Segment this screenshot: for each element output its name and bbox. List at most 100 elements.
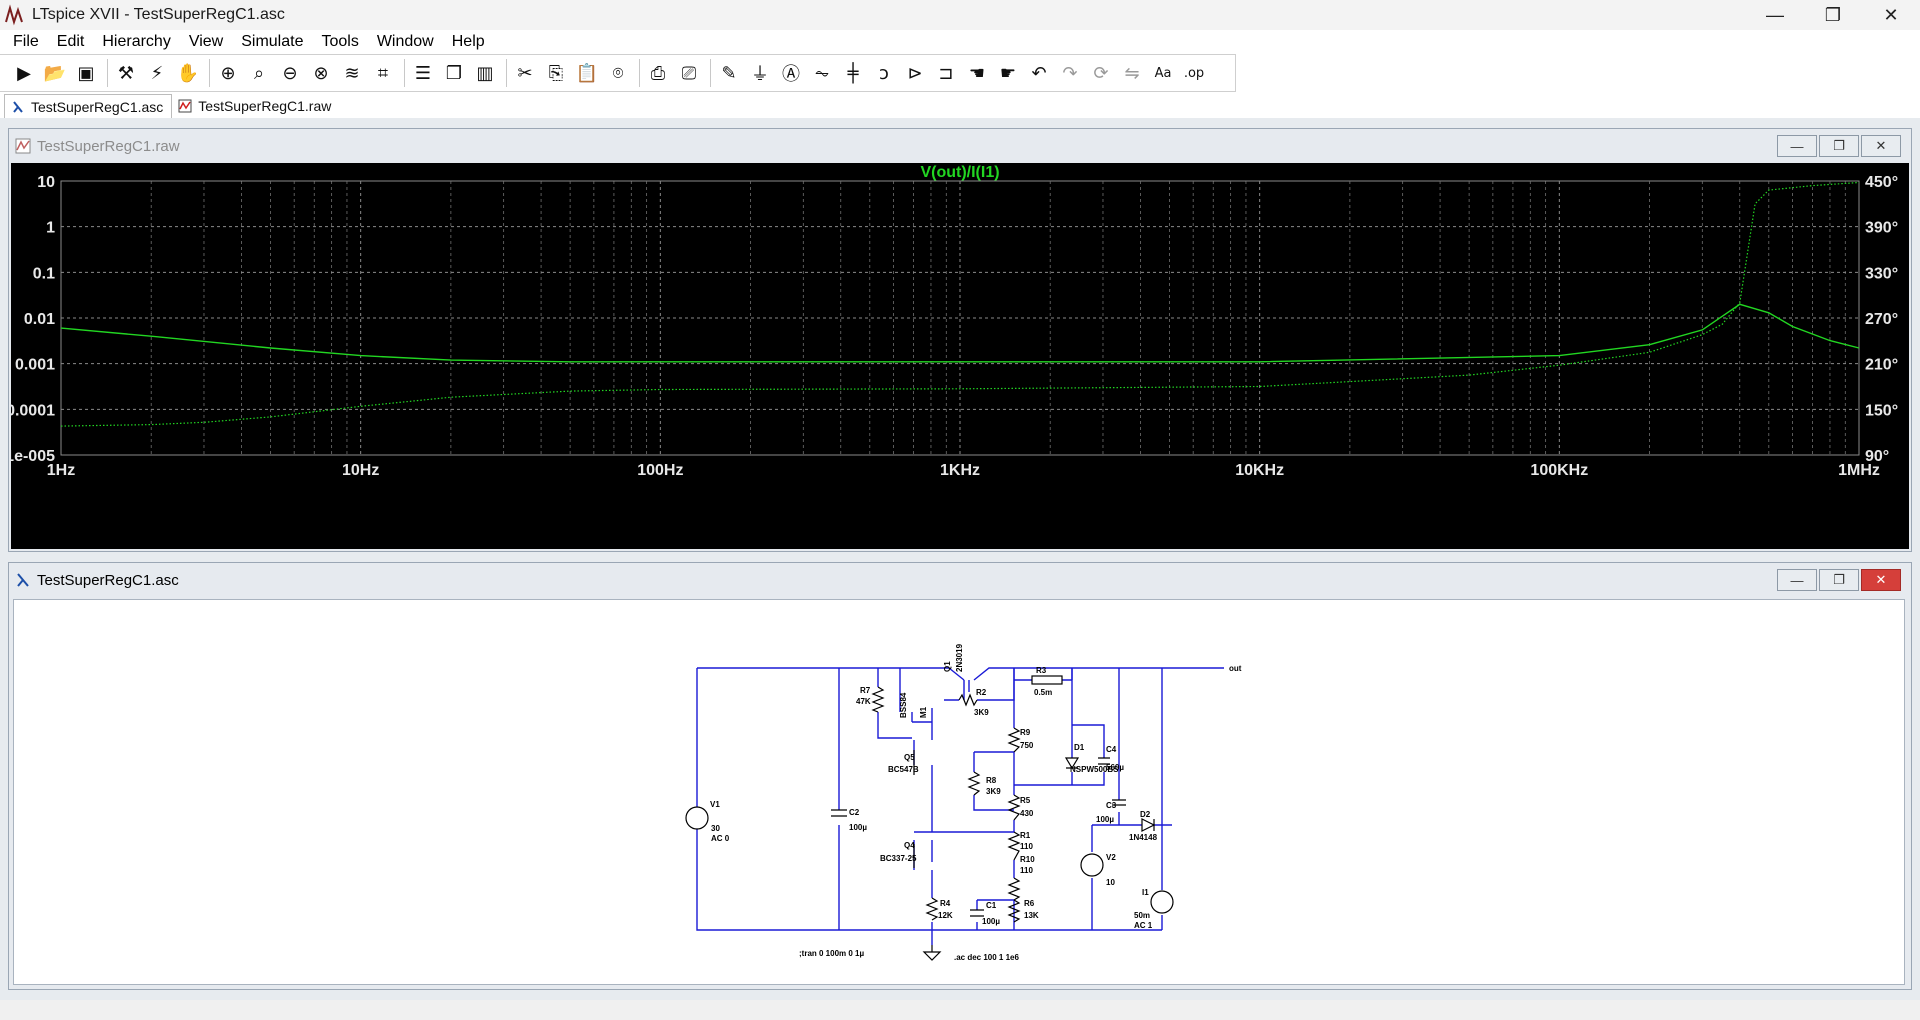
menu-edit[interactable]: Edit — [56, 33, 85, 50]
close-icon[interactable]: ✕ — [1861, 569, 1901, 591]
copy-icon[interactable]: ⎘ — [548, 62, 564, 84]
diode-icon[interactable]: ⊳ — [907, 62, 923, 84]
menu-help[interactable]: Help — [451, 33, 485, 50]
drag-icon[interactable]: ☛ — [999, 62, 1017, 84]
zoom-fit-icon[interactable]: ⊗ — [313, 62, 329, 84]
close-icon[interactable]: ✕ — [1861, 135, 1901, 157]
label-r10: R10 — [1020, 855, 1035, 864]
plot-settings-icon[interactable]: ⌗ — [377, 62, 389, 84]
component-icon[interactable]: ⊐ — [938, 62, 954, 84]
menu-view[interactable]: View — [188, 33, 224, 50]
tile-vertical-icon[interactable]: ▥ — [476, 62, 494, 84]
wires — [696, 667, 1224, 945]
y2-tick-label: 210° — [1865, 357, 1898, 374]
control-panel-icon[interactable]: ⚒ — [117, 62, 135, 84]
plot-pane[interactable]: 1010.10.010.0010.00011e-005450°390°330°2… — [5, 163, 1909, 549]
label-r3-val: 0.5m — [1034, 688, 1052, 697]
y-tick-label: 10 — [37, 174, 55, 191]
trace-label[interactable]: V(out)/I(I1) — [920, 164, 999, 181]
undo-icon[interactable]: ↶ — [1031, 62, 1047, 84]
close-icon[interactable]: ✕ — [1883, 4, 1899, 25]
resistor-icon[interactable]: ⏦ — [814, 62, 830, 84]
move-icon[interactable]: ☚ — [968, 62, 986, 84]
cut-icon[interactable]: ✂ — [517, 62, 533, 84]
tab-schematic[interactable]: TestSuperRegC1.asc — [4, 94, 173, 118]
zoom-out-icon[interactable]: ⊖ — [282, 62, 298, 84]
x-tick-label: 10KHz — [1235, 462, 1284, 479]
maximize-icon[interactable]: ❐ — [1819, 569, 1859, 591]
label-v2: V2 — [1106, 853, 1116, 862]
rotate-icon[interactable]: ⟳ — [1093, 62, 1109, 84]
status-bar — [0, 1000, 1920, 1020]
menu-window[interactable]: Window — [376, 33, 434, 50]
minimize-icon[interactable]: — — [1766, 4, 1784, 25]
autorange-icon[interactable]: ≋ — [344, 62, 360, 84]
restore-icon[interactable]: ❐ — [1824, 4, 1842, 25]
spice-directive-ac[interactable]: .ac dec 100 1 1e6 — [954, 953, 1019, 962]
halt-icon[interactable]: ⚡ — [150, 62, 164, 84]
menu-simulate[interactable]: Simulate — [241, 33, 304, 50]
label-q1-model: 2N3019 — [955, 643, 964, 672]
label-net-icon[interactable]: Ⓐ — [782, 64, 800, 85]
menu-tools[interactable]: Tools — [321, 33, 359, 50]
y2-tick-label: 330° — [1865, 265, 1898, 282]
label-r1-val: 110 — [1020, 842, 1033, 851]
bode-plot[interactable]: 1010.10.010.0010.00011e-005450°390°330°2… — [5, 163, 1909, 549]
ground-icon — [922, 945, 942, 961]
y-tick-label: 0.1 — [33, 265, 55, 282]
print-preview-icon[interactable]: ⎚ — [681, 62, 697, 84]
window-controls: — ❐ ✕ — [1746, 0, 1920, 30]
spice-directive-icon[interactable]: .op — [1183, 65, 1205, 81]
waveform-window-controls: — ❐ ✕ — [1777, 135, 1901, 157]
zoom-in-icon[interactable]: ⊕ — [220, 62, 236, 84]
circuit-diagram[interactable]: out Q1 2N3019 R3 0.5m R7 47K M1 BSS84 R2… — [14, 600, 1906, 986]
mirror-icon[interactable]: ⇋ — [1124, 62, 1140, 84]
label-c2: C2 — [849, 808, 860, 817]
save-icon[interactable]: ▣ — [77, 62, 95, 84]
y-tick-label: 1 — [46, 220, 55, 237]
minimize-icon[interactable]: — — [1777, 569, 1817, 591]
label-c3-val: 100µ — [1096, 815, 1114, 824]
label-i1-val: 50m — [1134, 911, 1150, 920]
x-tick-label: 1Hz — [47, 462, 75, 479]
pan-icon[interactable]: ✋ — [176, 62, 200, 84]
label-c1: C1 — [986, 901, 997, 910]
y-tick-label: 1e-005 — [11, 448, 55, 465]
menu-file[interactable]: File — [13, 33, 39, 50]
tab-waveform[interactable]: TestSuperRegC1.raw — [172, 94, 339, 118]
schematic-icon — [13, 100, 23, 113]
label-r2-val: 3K9 — [974, 708, 989, 717]
label-c4-val: 560µ — [1106, 763, 1124, 772]
label-q5-model: BC547B — [888, 765, 919, 774]
menu-bar: File Edit Hierarchy View Simulate Tools … — [0, 30, 1920, 54]
spice-directive-tran[interactable]: ;tran 0 100m 0 1µ — [799, 949, 864, 958]
schematic-canvas[interactable]: out Q1 2N3019 R3 0.5m R7 47K M1 BSS84 R2… — [13, 599, 1905, 985]
minimize-icon[interactable]: — — [1777, 135, 1817, 157]
run-icon[interactable]: ▶ — [17, 62, 31, 84]
toolbar-separator — [404, 59, 405, 87]
cascade-icon[interactable]: ❐ — [445, 62, 463, 84]
label-out: out — [1229, 664, 1242, 673]
redo-icon[interactable]: ↷ — [1062, 62, 1078, 84]
y2-tick-label: 390° — [1865, 220, 1898, 237]
open-folder-icon[interactable]: 📂 — [43, 62, 67, 84]
menu-hierarchy[interactable]: Hierarchy — [102, 33, 171, 50]
paste-icon[interactable]: 📋 — [575, 62, 599, 84]
draw-wire-icon[interactable]: ✎ — [721, 62, 737, 84]
label-r4: R4 — [940, 899, 951, 908]
label-d1-model: NSPW500BS — [1070, 765, 1119, 774]
find-icon[interactable]: ⌾ — [612, 62, 624, 84]
label-d1: D1 — [1074, 743, 1085, 752]
tile-horizontal-icon[interactable]: ☰ — [414, 62, 432, 84]
y-tick-label: 0.01 — [24, 311, 55, 328]
capacitor-icon[interactable]: ╪ — [847, 62, 859, 84]
title-bar: LTspice XVII - TestSuperRegC1.asc — ❐ ✕ — [0, 0, 1920, 30]
ground-icon[interactable]: ⏚ — [751, 64, 769, 85]
print-icon[interactable]: ⎙ — [650, 62, 666, 84]
label-c2-val: 100µ — [849, 823, 867, 832]
text-icon[interactable]: Aa — [1154, 65, 1172, 81]
inductor-icon[interactable]: ↄ — [879, 62, 889, 84]
zoom-area-icon[interactable]: ⌕ — [253, 62, 265, 84]
label-q1: Q1 — [943, 661, 952, 672]
maximize-icon[interactable]: ❐ — [1819, 135, 1859, 157]
